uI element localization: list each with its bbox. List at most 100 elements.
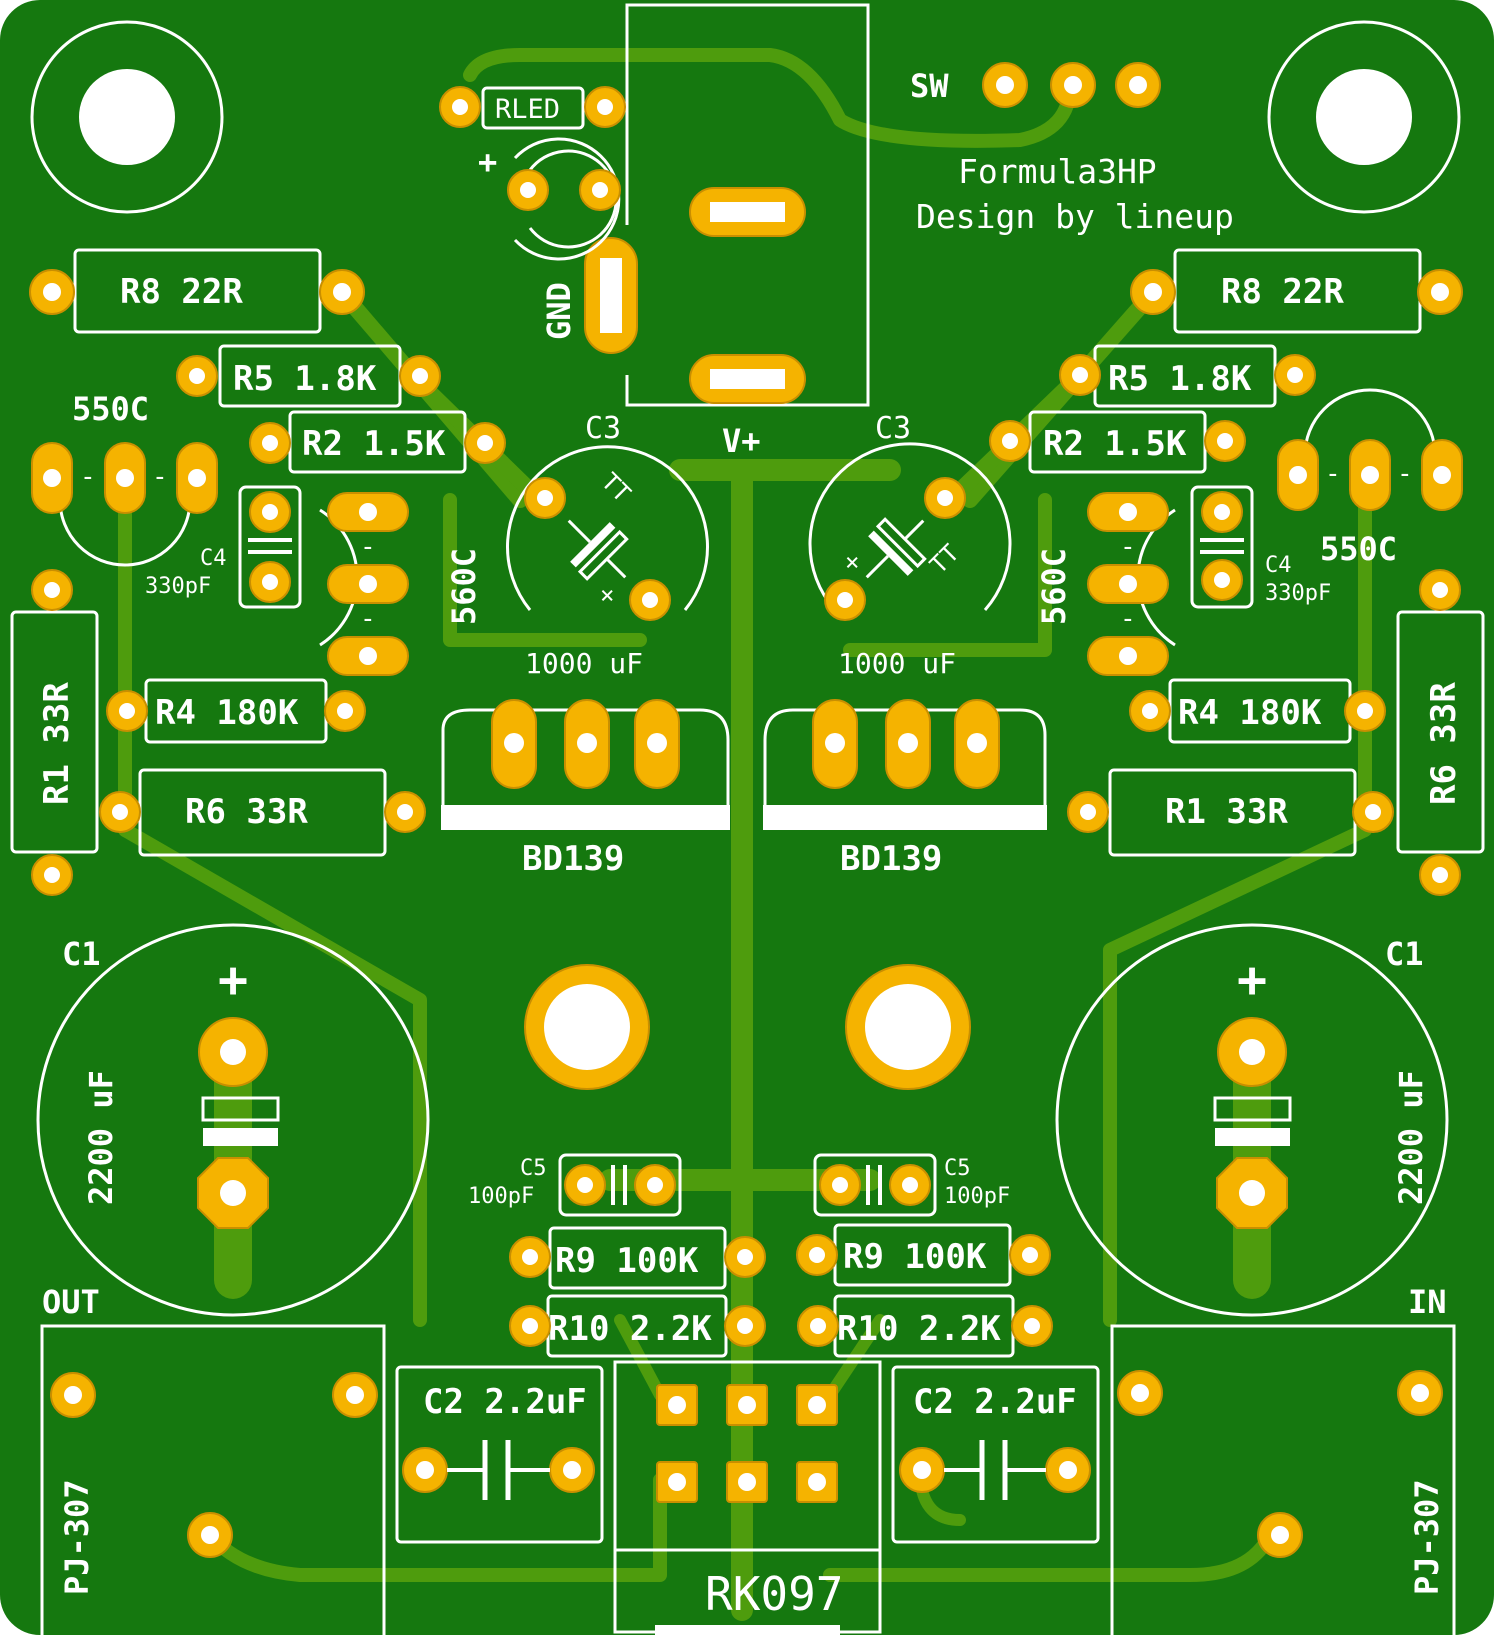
c1-left-label: C1 [62,935,101,973]
svg-text:-: - [360,604,376,634]
out-jack: OUT PJ-307 [40,1283,386,1635]
r4-right-label: R4 180K [1178,693,1322,733]
c1-right-label: C1 [1385,935,1424,973]
c3-right-label: C3 [875,411,911,446]
switch-header: SW [910,62,1161,108]
r9-right-label: R9 100K [843,1237,987,1277]
c5-right-label: C5 [944,1156,971,1181]
c4-left-label: C4 [200,546,227,571]
bd139-left: BD139 [441,699,730,879]
r10-left-label: R10 2.2K [548,1309,712,1349]
r5-right: R5 1.8K [1059,344,1316,408]
led: + [478,137,621,261]
c4-right-value: 330pF [1265,581,1331,606]
c3-left-label: C3 [585,411,621,446]
q560c-left-label: 560C [445,548,483,625]
board-subtitle: Design by lineup [916,197,1234,236]
c5-right-value: 100pF [944,1184,1010,1209]
out-label: OUT [42,1283,100,1321]
r1-right: R1 33R [1067,768,1394,857]
c2-left: C2 2.2uF [395,1365,604,1544]
r6-left-label: R6 33R [185,792,308,832]
c2-right-label: C2 2.2uF [913,1382,1077,1422]
r2-right: R2 1.5K [989,410,1246,474]
led-plus-label: + [478,143,497,181]
r4-left: R4 180K [106,678,366,744]
svg-text:-: - [1325,459,1341,489]
c1-left-value: 2200 uF [82,1070,120,1205]
gnd-label: GND [540,282,578,340]
rled-resistor: RLED [439,86,626,130]
mounting-hole-top-left [30,20,224,214]
bd139-right-label: BD139 [840,839,942,879]
r9-left: R9 100K [509,1226,766,1290]
r10-right: R10 2.2K [797,1294,1053,1358]
r5-left: R5 1.8K [176,344,441,408]
svg-text:×: × [600,581,614,609]
bd139-left-label: BD139 [522,839,624,879]
pj-left-label: PJ-307 [58,1479,96,1595]
svg-text:-: - [1120,604,1136,634]
q550c-left: 550C - - [31,390,218,567]
vplus-label: V+ [722,422,761,460]
r10-left: R10 2.2K [509,1294,766,1358]
sw-label: SW [910,67,949,105]
c1-right-value: 2200 uF [1392,1070,1430,1205]
q560c-right-label: 560C [1035,548,1073,625]
r1-left-label: R1 33R [37,682,77,805]
rled-label: RLED [495,94,560,125]
c3-left-value: 1000 uF [525,647,643,680]
r2-right-label: R2 1.5K [1043,424,1187,464]
r8-left: R8 22R [29,248,365,334]
q550c-left-label: 550C [72,390,149,428]
mounting-hole-center-right [845,964,971,1090]
c5-right: C5 100pF [813,1153,1010,1217]
c1-left: C1 + 2200 uF [36,923,430,1317]
board-title: Formula3HP [958,152,1157,191]
in-jack: IN PJ-307 [1110,1283,1456,1635]
bd139-right: BD139 [763,699,1047,879]
r4-right: R4 180K [1129,678,1386,744]
rk097-pot: RK097 [613,1360,882,1635]
c5-left-label: C5 [520,1156,547,1181]
svg-text:+: + [1237,951,1267,1009]
r4-left-label: R4 180K [155,693,299,733]
q560c-right: - - 560C [1035,492,1176,676]
r6-right-vertical-label: R6 33R [1424,682,1464,805]
svg-text:×: × [845,548,859,576]
r8-right-label: R8 22R [1221,272,1344,312]
svg-text:-: - [360,532,376,562]
mounting-hole-center-left [524,964,650,1090]
r10-right-label: R10 2.2K [837,1309,1001,1349]
svg-text:+: + [218,951,248,1009]
svg-text:-: - [80,462,96,492]
mounting-hole-top-right [1267,20,1461,214]
r1-right-label: R1 33R [1165,792,1288,832]
r8-right: R8 22R [1130,248,1463,334]
r6-left: R6 33R [99,768,426,857]
q560c-left: - - 560C [319,492,483,676]
r5-right-label: R5 1.8K [1108,359,1252,399]
pj-right-label: PJ-307 [1408,1479,1446,1595]
c4-left-value: 330pF [145,574,211,599]
c5-left-value: 100pF [468,1184,534,1209]
copper-traces [118,48,1372,1621]
r6-right-vertical: R6 33R [1396,569,1485,896]
c2-left-label: C2 2.2uF [423,1382,587,1422]
r1-left: R1 33R [10,569,99,896]
c4-left: C4 330pF [145,485,302,609]
rk097-label: RK097 [705,1567,843,1621]
c3-right-value: 1000 uF [838,647,956,680]
r2-left-label: R2 1.5K [302,424,446,464]
q550c-right: - - 550C [1277,388,1463,568]
c4-right-label: C4 [1265,553,1292,578]
q550c-right-label: 550C [1320,530,1397,568]
svg-text:-: - [1397,459,1413,489]
r9-right: R9 100K [796,1223,1051,1287]
r8-left-label: R8 22R [120,272,243,312]
svg-text:-: - [152,462,168,492]
r5-left-label: R5 1.8K [233,359,377,399]
c4-right: C4 330pF [1190,485,1331,609]
c5-left: C5 100pF [468,1153,682,1217]
